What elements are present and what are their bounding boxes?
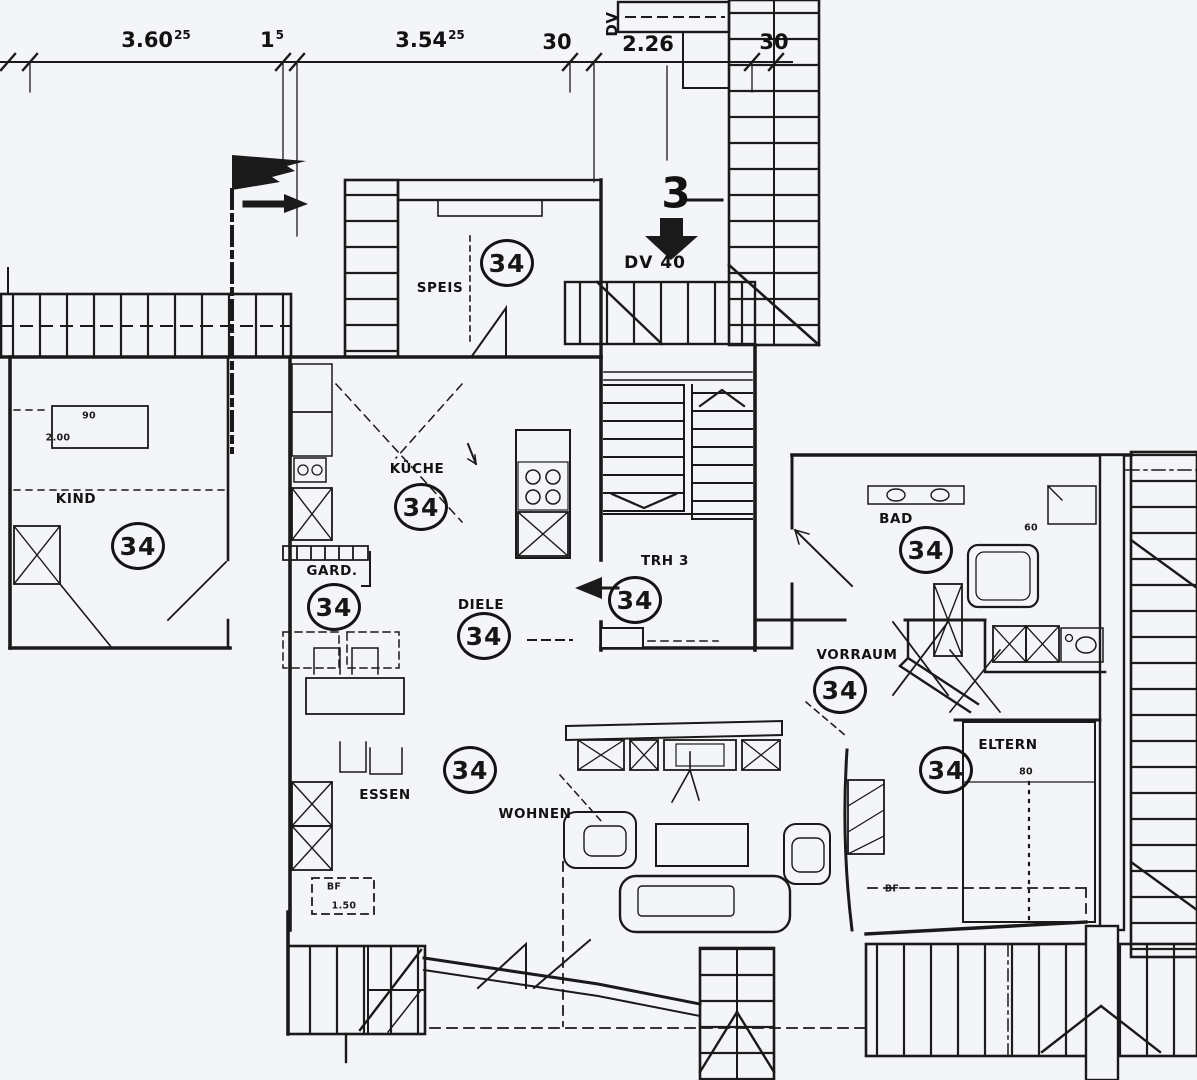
dimension-226: 2.26: [622, 32, 674, 56]
unit-badge-kind: 34: [111, 522, 165, 570]
room-label-vorraum: VORRAUM: [816, 647, 898, 663]
dimension-30-a-value: 30: [542, 30, 572, 54]
room-label-trh3: TRH 3: [641, 553, 689, 569]
unit-badge-speis: 34: [480, 239, 534, 287]
room-label-speis: SPEIS: [416, 280, 464, 296]
small-dim-80: 80: [1019, 766, 1033, 778]
small-dim-200: 2.00: [45, 432, 71, 444]
room-label-essen: ESSEN: [359, 787, 411, 803]
small-dim-bf-left: BF: [326, 881, 342, 893]
room-label-kueche: KÜCHE: [389, 461, 445, 477]
unit-badge-eltern: 34: [919, 746, 973, 794]
dimension-360: 3.6025: [121, 28, 191, 52]
room-label-bad: BAD: [879, 511, 913, 527]
small-dim-bf-right: BF: [884, 883, 900, 895]
room-label-eltern: ELTERN: [978, 737, 1038, 753]
small-dim-150: 1.50: [331, 900, 357, 912]
dimension-15: 15: [260, 28, 284, 52]
dimension-30-a: 30: [542, 30, 571, 54]
unit-badge-gard: 34: [307, 583, 361, 631]
room-label-diele: DIELE: [457, 597, 505, 613]
unit-badge-vorraum: 34: [813, 666, 867, 714]
unit-badge-diele: 34: [457, 612, 511, 660]
unit-badge-trh3: 34: [608, 576, 662, 624]
dimension-354-sup: 25: [448, 28, 465, 42]
dimension-354: 3.5425: [395, 28, 465, 52]
room-label-wohnen: WOHNEN: [498, 806, 572, 822]
unit-badge-wohnen: 34: [443, 746, 497, 794]
unit-badge-bad: 34: [899, 526, 953, 574]
dimension-226-value: 2.26: [622, 32, 674, 56]
room-label-gard: GARD.: [306, 563, 358, 579]
dimension-360-sup: 25: [174, 28, 191, 42]
dimension-354-value: 3.54: [395, 28, 448, 52]
small-dim-60: 60: [1024, 522, 1038, 534]
small-dim-90: 90: [82, 410, 96, 422]
dimension-15-value: 1: [260, 28, 275, 52]
unit-badge-kueche: 34: [394, 483, 448, 531]
stair-floor-number: 3: [661, 168, 691, 218]
dimension-30-b: 30: [759, 30, 788, 54]
dimension-360-value: 3.60: [121, 28, 174, 52]
duct-label-dv: DV: [603, 11, 621, 37]
dimension-30-b-value: 30: [759, 30, 789, 54]
stair-door-label: DV 40: [624, 253, 686, 273]
room-label-kind: KIND: [55, 491, 97, 507]
dimension-15-sup: 5: [275, 28, 284, 42]
